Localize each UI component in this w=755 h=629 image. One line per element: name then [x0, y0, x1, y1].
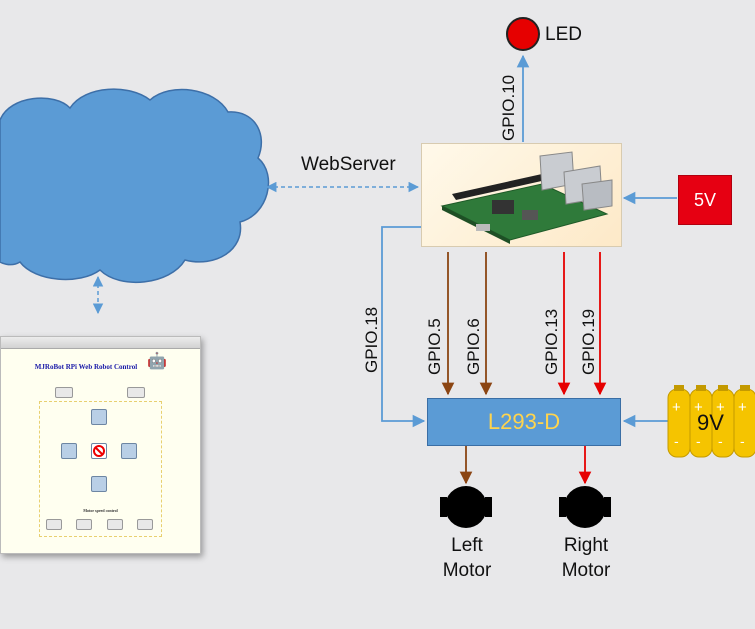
speed-button-3[interactable] [107, 519, 123, 530]
speed-button-2[interactable] [76, 519, 92, 530]
speed-button-1[interactable] [46, 519, 62, 530]
light-button[interactable] [55, 387, 73, 398]
left-motor-label-line1: Left [451, 535, 483, 556]
gpio-led-label: GPIO.10 [499, 74, 518, 141]
webpage-title: MJRoBot RPi Web Robot Control [34, 363, 138, 371]
gpio-right-a-label: GPIO.13 [542, 308, 561, 375]
left-motor-icon [440, 486, 492, 528]
robot-icon: 🤖 [147, 353, 167, 370]
webserver-label: WebServer [301, 154, 396, 175]
svg-text:+: + [672, 399, 681, 416]
gpio-right-b-label: GPIO.19 [579, 308, 598, 375]
led-icon [506, 17, 540, 51]
forward-button[interactable] [91, 409, 107, 425]
speed-label: Motor speed control [83, 508, 118, 513]
backward-button[interactable] [91, 476, 107, 492]
browser-toolbar [1, 337, 200, 349]
right-motor-label-line1: Right [563, 535, 609, 556]
led-label: LED [545, 24, 582, 45]
motor-driver-box: L293-D [427, 398, 621, 446]
battery-label: 9V [697, 410, 724, 435]
power-5v-box: 5V [678, 175, 732, 225]
right-motor-icon [559, 486, 611, 528]
speed-button-4[interactable] [137, 519, 153, 530]
right-button[interactable] [121, 443, 137, 459]
svg-text:+: + [694, 399, 703, 416]
svg-text:-: - [696, 433, 701, 449]
stop-button[interactable] [91, 443, 107, 459]
svg-text:-: - [718, 433, 723, 449]
svg-text:-: - [674, 433, 679, 449]
raspberry-pi-board [421, 143, 622, 247]
svg-text:+: + [716, 399, 725, 416]
control-panel [39, 401, 162, 537]
left-motor-label-line2: Motor [442, 560, 492, 581]
svg-text:+: + [738, 399, 747, 416]
gpio-left-a-label: GPIO.5 [425, 318, 444, 375]
enable-link [381, 226, 426, 428]
svg-text:-: - [740, 433, 745, 449]
left-button[interactable] [61, 443, 77, 459]
right-motor-label-line2: Motor [561, 560, 611, 581]
battery-icon: + + + + - - - - [667, 385, 755, 458]
light-off-button[interactable] [127, 387, 145, 398]
gpio-left-b-label: GPIO.6 [464, 318, 483, 375]
internet-cloud [0, 88, 270, 283]
gpio-enable-label: GPIO.18 [362, 306, 381, 373]
web-control-page: MJRoBot RPi Web Robot Control 🤖 Motor sp… [0, 336, 201, 554]
